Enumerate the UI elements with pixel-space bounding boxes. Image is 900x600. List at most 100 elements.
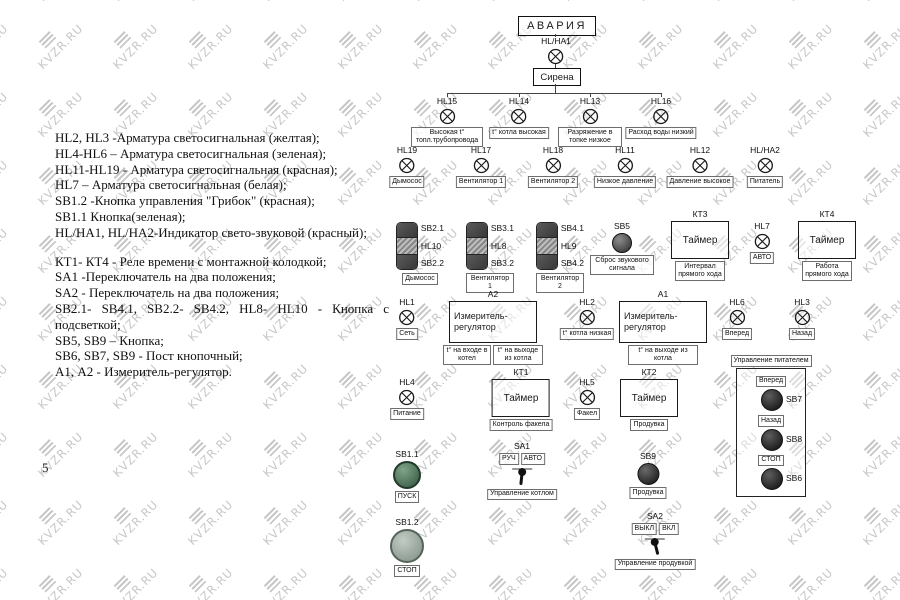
lamp-ref: HL3 bbox=[794, 297, 810, 307]
stack-refs: SB3.1 HL8 SB3.2 bbox=[491, 222, 514, 270]
lamp-hl18-unit: HL18 Вентилятор 2 bbox=[527, 145, 579, 188]
illuminated-pushbutton[interactable] bbox=[396, 222, 418, 270]
alarm-title-box: АВАРИЯ bbox=[518, 16, 596, 36]
pushbutton-bottom bbox=[397, 255, 417, 269]
stack-ref-top: SB4.1 bbox=[560, 223, 584, 233]
connector-line bbox=[555, 34, 556, 37]
lamp-ref: HL6 bbox=[729, 297, 745, 307]
connector-stub bbox=[661, 93, 662, 97]
sb5-unit: SB5 Сброс звукового сигнала bbox=[590, 221, 654, 276]
lamp-ref: HL18 bbox=[542, 145, 564, 155]
lamp-tag: Давление высокое bbox=[666, 176, 734, 188]
feeder-item-backward: Назад SB8 bbox=[737, 415, 805, 451]
timer-box: Таймер bbox=[491, 379, 550, 417]
lamp-tag: Вперед bbox=[721, 328, 753, 340]
lamp-hl15-unit: HL15 Высокая t° топл.трубопровода bbox=[411, 97, 483, 148]
lamp-tag: Питание bbox=[390, 408, 424, 420]
start-button[interactable] bbox=[393, 461, 421, 489]
pushbutton-top bbox=[397, 223, 417, 237]
indicator-lamp-icon bbox=[582, 108, 598, 125]
indicator-lamp-icon bbox=[399, 309, 415, 326]
indicator-lamp-icon bbox=[579, 309, 595, 326]
legend-line: КТ1- КТ4 - Реле времени с монтажной коло… bbox=[55, 253, 327, 269]
lamp-hl13-unit: HL13 Разряжение в топке низкое bbox=[558, 97, 622, 148]
button-ref: SB1.1 bbox=[395, 449, 419, 459]
feeder-item-label: Назад bbox=[757, 415, 785, 427]
switch-pos-auto: АВТО bbox=[520, 453, 545, 465]
lamp-ref: HL5 bbox=[579, 377, 595, 387]
timer-tag: Работа прямого хода bbox=[802, 261, 852, 282]
feeder-item-forward: Вперед SB7 bbox=[737, 375, 805, 412]
legend-line: SB6, SB7, SB9 - Пост кнопочный; bbox=[55, 348, 243, 364]
lamp-tag: Низкое давление bbox=[593, 176, 657, 188]
pushbutton-top bbox=[467, 223, 487, 237]
legend-line: SB5, SB9 – Кнопка; bbox=[55, 332, 164, 348]
pushbutton-lamp bbox=[537, 236, 557, 256]
selector-lever-icon[interactable] bbox=[644, 537, 666, 557]
purge-button[interactable] bbox=[636, 463, 659, 485]
regulator-ref: A1 bbox=[657, 289, 669, 299]
illuminated-pushbutton[interactable] bbox=[466, 222, 488, 270]
switch-ref: SA1 bbox=[513, 441, 531, 451]
legend-line: SA1 -Переключатель на два положения; bbox=[55, 269, 276, 285]
connector-bus-line bbox=[447, 93, 662, 94]
indicator-lamp-icon bbox=[754, 233, 770, 250]
stack-ref-mid: HL10 bbox=[420, 240, 442, 251]
legend-line: А1, А2 - Измеритель-регулятор. bbox=[55, 364, 232, 380]
indicator-lamp-icon bbox=[439, 108, 455, 125]
indicator-lamp-icon bbox=[545, 157, 561, 174]
lamp-tag: Дымосос bbox=[389, 176, 425, 188]
button-stack-smoke-exhauster: SB2.1 HL10 SB2.2 Дымосос bbox=[396, 222, 444, 285]
button-tag: Сброс звукового сигнала bbox=[590, 255, 654, 276]
stack-ref-mid: HL8 bbox=[490, 240, 507, 251]
lamp-tag: Факел bbox=[573, 408, 601, 420]
button-tag: Продувка bbox=[629, 487, 667, 499]
switch-tag: Управление продувкой bbox=[614, 558, 696, 571]
feeder-forward-button[interactable] bbox=[761, 389, 783, 412]
feeder-stop-button[interactable] bbox=[761, 468, 783, 491]
lamp-hl1-unit: HL1 Сеть bbox=[396, 298, 418, 340]
legend-block: HL2, HL3 -Арматура светосигнальная (желт… bbox=[55, 130, 389, 380]
purge-button-unit: SB9 Продувка bbox=[629, 452, 667, 499]
pushbutton-lamp bbox=[467, 236, 487, 256]
indicator-lamp-icon bbox=[399, 157, 415, 174]
feeder-control-post: Управление питателем Вперед SB7 Назад SB… bbox=[730, 355, 812, 498]
feeder-item-ref: SB6 bbox=[786, 473, 803, 484]
stack-tag: Вентилятор 1 bbox=[466, 273, 514, 294]
connector-stub bbox=[519, 93, 520, 97]
stack-ref-bottom: SB3.2 bbox=[490, 258, 514, 268]
feeder-item-label: СТОП bbox=[758, 454, 784, 467]
stack-ref-bottom: SB2.2 bbox=[420, 258, 444, 268]
legend-line: HL11-HL19 - Арматура светосигнальная (кр… bbox=[55, 161, 338, 177]
lamp-ref: HL/HA1 bbox=[541, 36, 571, 46]
timer-tag: Интервал прямого хода bbox=[675, 261, 725, 282]
selector-lever-icon[interactable] bbox=[511, 467, 533, 487]
lamp-hl4-unit: HL4 Питание bbox=[390, 378, 424, 420]
regulator-tag-inlet: t° на входе в котел bbox=[443, 345, 491, 366]
timer-ref: КТ4 bbox=[819, 209, 835, 219]
stack-refs: SB4.1 HL9 SB4.2 bbox=[561, 222, 584, 270]
indicator-lamp-icon bbox=[729, 309, 745, 326]
lamp-ref: HL19 bbox=[396, 145, 418, 155]
legend-line: HL4-HL6 – Арматура светосигнальная (зеле… bbox=[55, 145, 327, 161]
lamp-ref: HL/HA2 bbox=[750, 145, 780, 155]
timer-kt3-unit: КТ3 Таймер Интервал прямого хода bbox=[671, 210, 729, 282]
feeder-item-ref: SB7 bbox=[786, 394, 803, 405]
indicator-lamp-icon bbox=[399, 389, 415, 406]
lamp-hl7-unit: HL7 АВТО bbox=[749, 222, 775, 264]
button-ref: SB5 bbox=[613, 221, 631, 231]
illuminated-pushbutton[interactable] bbox=[536, 222, 558, 270]
feeder-backward-button[interactable] bbox=[761, 428, 783, 451]
regulator-tag-outlet: t° на выходе из котла bbox=[628, 345, 698, 366]
emergency-stop-button[interactable] bbox=[390, 529, 424, 563]
lamp-tag: t° котла высокая bbox=[489, 127, 549, 139]
feeder-title: Управление питателем bbox=[730, 355, 812, 367]
pushbutton-lamp bbox=[397, 236, 417, 256]
alarm-reset-button[interactable] bbox=[612, 233, 632, 253]
indicator-lamp-icon bbox=[548, 48, 564, 65]
button-tag: ПУСК bbox=[394, 491, 420, 503]
timer-box: Таймер bbox=[671, 221, 729, 259]
timer-box: Таймер bbox=[620, 379, 678, 417]
button-ref: SB1.2 bbox=[395, 517, 419, 527]
legend-line: HL2, HL3 -Арматура светосигнальная (желт… bbox=[55, 130, 320, 145]
